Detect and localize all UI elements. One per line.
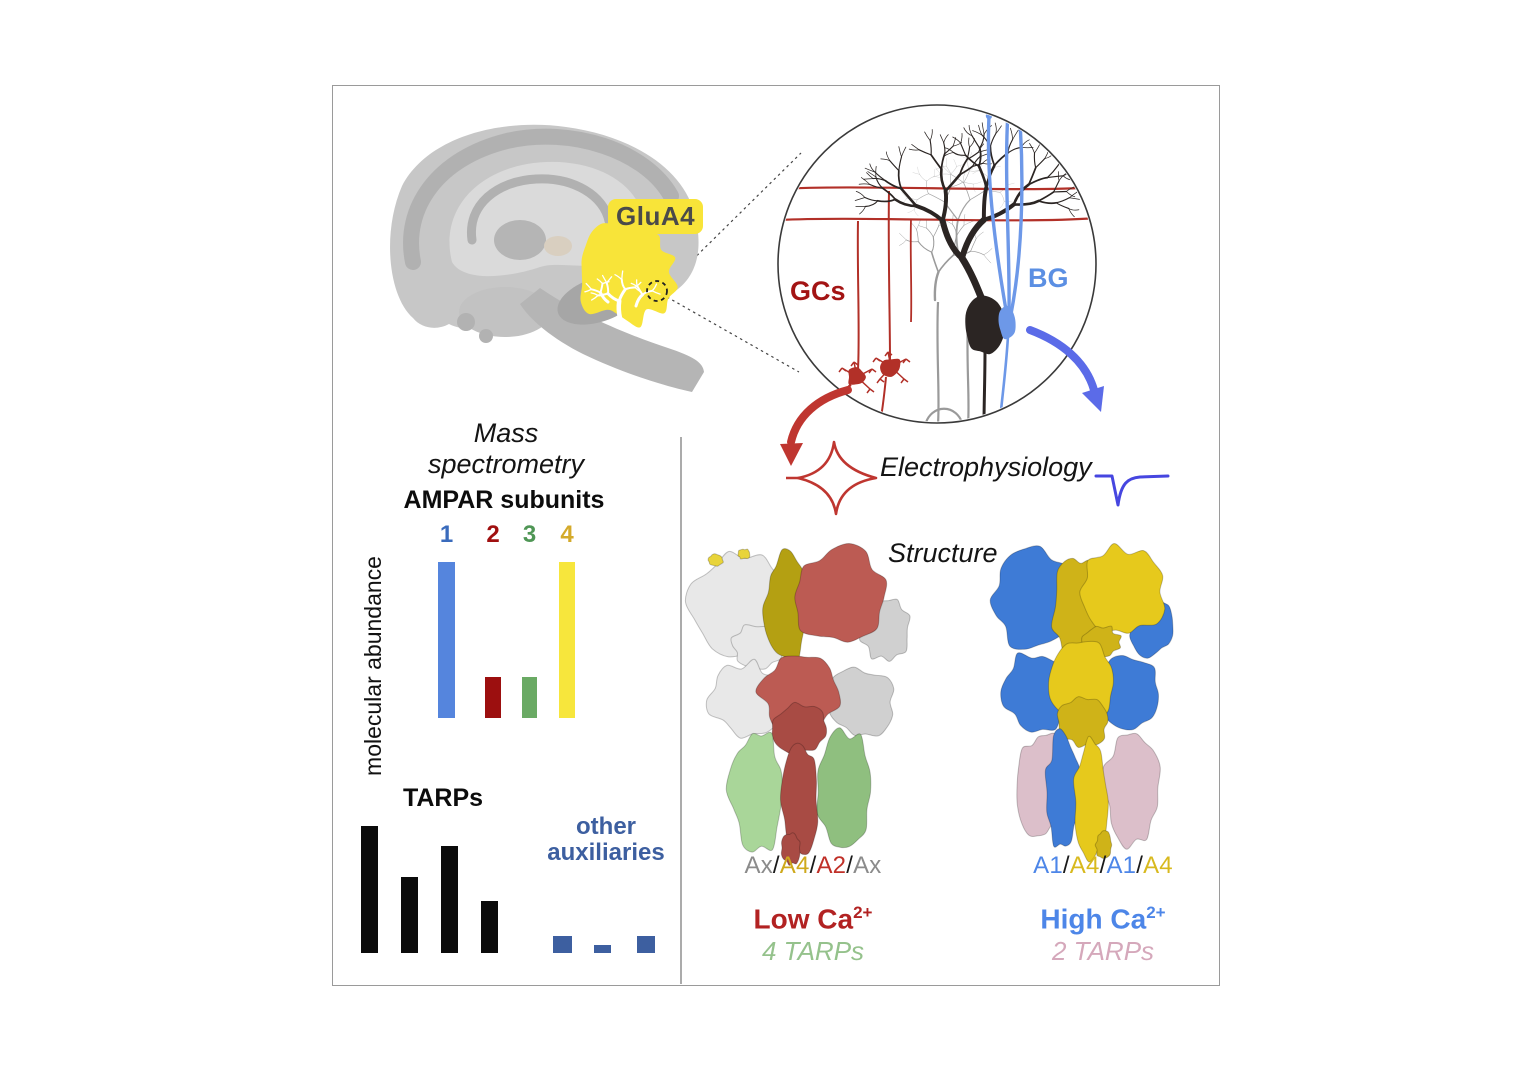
bar-tarps-0 — [361, 826, 378, 953]
structure-title: Structure — [888, 538, 998, 568]
figure-border — [332, 85, 1220, 986]
bergmann-glia-label: BG — [1028, 263, 1069, 293]
bar-ampar-subunits-3 — [559, 562, 575, 718]
four-tarps-label: 4 TARPs — [761, 936, 865, 966]
granule-cells-label: GCs — [790, 276, 846, 306]
category-label-2: 2 — [486, 521, 500, 548]
electrophysiology-title: Electrophysiology — [880, 452, 1092, 482]
subunit-composition-label-right: A1/A4/A1/A4 — [1030, 852, 1176, 880]
mass-spectrometry-title: Mass spectrometry — [427, 418, 585, 479]
cerebellar-circuit-inset — [777, 104, 1097, 424]
ampar-structure-low-ca — [684, 542, 911, 866]
composition-segment: / — [846, 852, 854, 879]
ampar-subunits-chart-title: AMPAR subunits — [403, 486, 605, 514]
category-label-1: 1 — [439, 521, 454, 548]
glua4-region-label: GluA4 — [608, 199, 704, 234]
composition-segment: / — [809, 852, 817, 879]
bar-tarps-3 — [481, 901, 498, 953]
category-label-3: 3 — [522, 521, 537, 548]
composition-segment: A2 — [816, 852, 847, 879]
bar-other-auxiliaries-1 — [594, 945, 611, 953]
composition-segment: A1 — [1106, 852, 1137, 879]
composition-segment: A1 — [1033, 852, 1063, 879]
bar-ampar-subunits-1 — [485, 677, 501, 718]
bar-ampar-subunits-2 — [522, 677, 537, 718]
molecular-abundance-axis-label: molecular abundance — [360, 556, 386, 776]
tarps-chart-title: TARPs — [402, 784, 484, 812]
composition-segment: / — [1136, 852, 1144, 879]
high-calcium-label: High Ca2+ — [1040, 903, 1166, 935]
brain-illustration — [390, 124, 704, 392]
composition-segment: / — [772, 852, 780, 879]
section-divider — [680, 437, 682, 984]
composition-segment: A4 — [1143, 852, 1173, 879]
composition-segment: / — [1062, 852, 1070, 879]
bar-tarps-2 — [441, 846, 458, 953]
composition-segment: Ax — [744, 852, 773, 879]
composition-segment: Ax — [853, 852, 882, 879]
ampar-structure-high-ca — [989, 543, 1174, 863]
bar-other-auxiliaries-2 — [637, 936, 655, 953]
subunit-composition-label-left: Ax/A4/A2/Ax — [740, 852, 886, 880]
pathway-arrows — [780, 326, 1104, 466]
composition-segment: A4 — [1069, 852, 1100, 879]
low-calcium-label: Low Ca2+ — [753, 903, 873, 935]
electrophysiology-traces — [786, 440, 1170, 516]
composition-segment: A4 — [779, 852, 810, 879]
category-label-4: 4 — [560, 521, 574, 548]
bar-ampar-subunits-0 — [438, 562, 455, 718]
other-auxiliaries-chart-title: other auxiliaries — [547, 813, 665, 866]
composition-segment: / — [1099, 852, 1107, 879]
two-tarps-label: 2 TARPs — [1051, 936, 1155, 966]
bar-other-auxiliaries-0 — [553, 936, 572, 953]
bar-tarps-1 — [401, 877, 418, 953]
